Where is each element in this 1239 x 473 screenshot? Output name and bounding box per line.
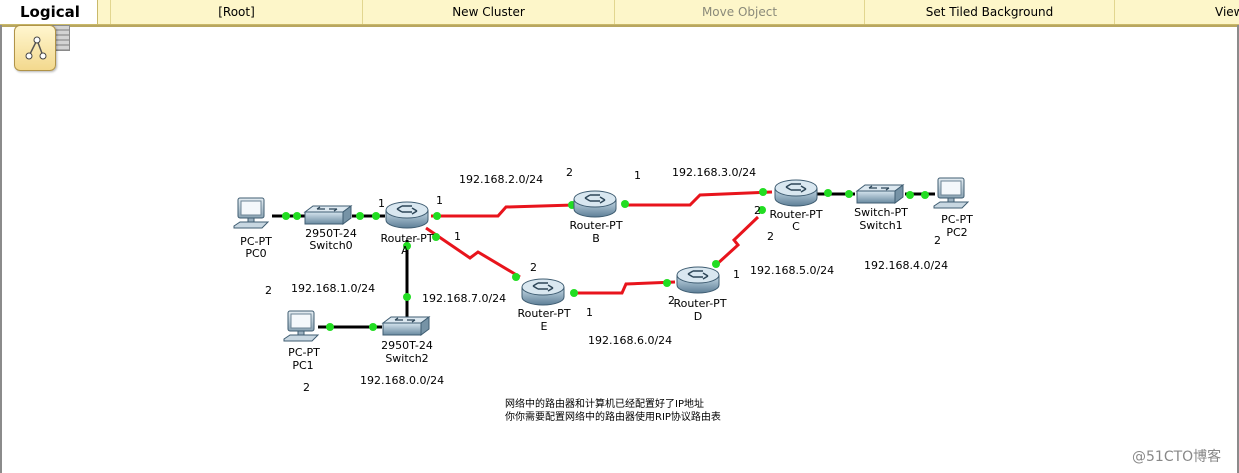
note-line-1: 网络中的路由器和计算机已经配置好了IP地址 bbox=[505, 399, 704, 410]
pc0-model-label: PC-PT bbox=[240, 235, 272, 248]
move-object-button[interactable]: Move Object bbox=[614, 0, 864, 24]
router-c-icon[interactable] bbox=[774, 179, 818, 207]
pc0-icon[interactable] bbox=[233, 197, 269, 229]
note-line-2: 你你需要配置网络中的路由器使用RIP协议路由表 bbox=[505, 412, 721, 423]
new-cluster-button[interactable]: New Cluster bbox=[362, 0, 614, 24]
link-router-a-router-e bbox=[425, 226, 521, 279]
logical-mode-tab[interactable]: Logical bbox=[0, 0, 98, 24]
port-label-pc2: 2 bbox=[934, 234, 941, 247]
toolbar-divider bbox=[0, 25, 1239, 27]
router-e-model-label: Router-PT bbox=[517, 307, 571, 320]
network-label-7: 192.168.7.0/24 bbox=[422, 292, 507, 305]
switch1-name-label: Switch1 bbox=[859, 219, 903, 232]
pc1-name-label: PC1 bbox=[292, 359, 314, 372]
router-b-name-label: B bbox=[592, 232, 600, 245]
cluster-tree-icon bbox=[25, 36, 47, 60]
switch0-model-label: 2950T-24 bbox=[305, 227, 357, 240]
switch1-model-label: Switch-PT bbox=[854, 206, 908, 219]
serial-links bbox=[425, 190, 773, 295]
router-c-name-label: C bbox=[792, 220, 800, 233]
navigation-button[interactable] bbox=[14, 25, 56, 71]
router-b-icon[interactable] bbox=[573, 190, 617, 218]
port-label-pc1: 2 bbox=[303, 381, 310, 394]
pc1-icon[interactable] bbox=[283, 310, 319, 342]
router-d-model-label: Router-PT bbox=[673, 297, 727, 310]
viewport-button[interactable]: Viewport bbox=[1114, 0, 1239, 24]
port-label-d-e: 2 bbox=[668, 294, 675, 307]
link-router-a-router-b bbox=[431, 203, 575, 218]
router-a-name-label: A bbox=[401, 244, 409, 257]
network-label-6: 192.168.6.0/24 bbox=[588, 334, 673, 347]
root-button[interactable]: [Root] bbox=[110, 0, 362, 24]
workspace-left-border bbox=[0, 25, 2, 473]
port-label-c-b: 2 bbox=[754, 204, 761, 217]
pc2-name-label: PC2 bbox=[946, 226, 968, 239]
pc2-icon[interactable] bbox=[933, 177, 969, 209]
link-router-d-router-c bbox=[714, 215, 760, 267]
switch0-name-label: Switch0 bbox=[309, 239, 353, 252]
pc2-model-label: PC-PT bbox=[941, 213, 973, 226]
router-a-model-label: Router-PT bbox=[380, 232, 434, 245]
switch2-icon[interactable] bbox=[382, 316, 430, 336]
network-label-0: 192.168.0.0/24 bbox=[360, 374, 445, 387]
switch2-model-label: 2950T-24 bbox=[381, 339, 433, 352]
switch1-icon[interactable] bbox=[856, 184, 904, 204]
switch0-icon[interactable] bbox=[304, 205, 352, 225]
network-label-2: 192.168.2.0/24 bbox=[459, 173, 544, 186]
router-d-name-label: D bbox=[693, 310, 703, 323]
router-a-icon[interactable] bbox=[385, 201, 429, 229]
port-label-b-c: 1 bbox=[634, 169, 641, 182]
port-label-e-a: 2 bbox=[530, 261, 537, 274]
network-label-1: 192.168.1.0/24 bbox=[291, 282, 376, 295]
port-label-pc0: 2 bbox=[265, 284, 272, 297]
port-label-a-e: 1 bbox=[454, 230, 461, 243]
workspace-toolbar: Logical [Root] New Cluster Move Object S… bbox=[0, 0, 1239, 25]
router-b-model-label: Router-PT bbox=[569, 219, 623, 232]
link-router-e-router-d bbox=[574, 280, 676, 295]
port-label-a-b: 1 bbox=[436, 194, 443, 207]
network-label-4: 192.168.4.0/24 bbox=[864, 259, 949, 272]
port-label-a-sw0: 1 bbox=[378, 197, 385, 210]
link-router-b-router-c bbox=[624, 190, 773, 207]
pc1-model-label: PC-PT bbox=[288, 346, 320, 359]
port-label-b-a: 2 bbox=[566, 166, 573, 179]
router-c-model-label: Router-PT bbox=[769, 208, 823, 221]
port-label-e-d: 1 bbox=[586, 306, 593, 319]
instruction-note[interactable]: 网络中的路由器和计算机已经配置好了IP地址 你你需要配置网络中的路由器使用RIP… bbox=[505, 398, 745, 424]
watermark: @51CTO博客 bbox=[1132, 449, 1222, 465]
set-tiled-background-button[interactable]: Set Tiled Background bbox=[864, 0, 1114, 24]
workspace-right-border bbox=[1237, 25, 1239, 473]
port-label-d-c: 1 bbox=[733, 268, 740, 281]
switch2-name-label: Switch2 bbox=[385, 352, 429, 365]
pc0-name-label: PC0 bbox=[245, 247, 267, 260]
router-d-icon[interactable] bbox=[676, 266, 720, 294]
router-e-icon[interactable] bbox=[521, 278, 565, 306]
network-label-3: 192.168.3.0/24 bbox=[672, 166, 757, 179]
network-label-5: 192.168.5.0/24 bbox=[750, 264, 835, 277]
port-label-c-d: 2 bbox=[767, 230, 774, 243]
router-e-name-label: E bbox=[540, 320, 548, 333]
port-status-lights bbox=[282, 188, 929, 331]
